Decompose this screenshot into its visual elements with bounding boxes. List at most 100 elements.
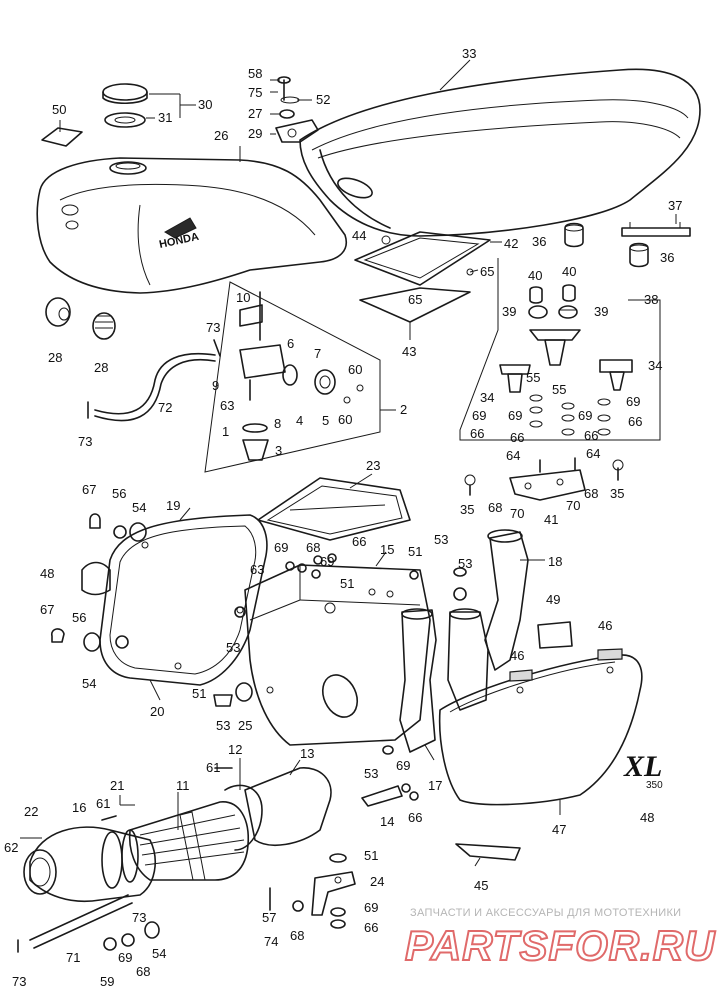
callout-41: 41 [544,512,558,527]
callout-69g: 69 [508,408,522,423]
callout-11: 11 [176,778,190,793]
callout-13: 13 [300,746,314,761]
callout-39a: 39 [502,304,516,319]
callout-53d: 53 [216,718,230,733]
callout-55a: 55 [526,370,540,385]
fuel-tank: HONDA [36,157,347,294]
callout-5: 5 [322,413,329,428]
fuel-line [87,339,221,422]
callout-56a: 56 [112,486,126,501]
callout-69h: 69 [578,408,592,423]
callout-60a: 60 [348,362,362,377]
callout-53e: 53 [364,766,378,781]
callout-2: 2 [400,402,407,417]
callout-69i: 69 [626,394,640,409]
seat-rubbers [564,214,691,268]
callout-74: 74 [264,934,278,949]
callout-64a: 64 [506,448,520,463]
callout-28b: 28 [94,360,108,375]
seat-tray [354,231,502,340]
callout-66f: 66 [584,428,598,443]
callout-66a: 66 [352,534,366,549]
callout-46b: 46 [510,648,524,663]
callout-68d: 68 [290,928,304,943]
callout-12: 12 [228,742,242,757]
callout-26: 26 [214,128,228,143]
callout-labels: 1 2 3 4 5 6 7 8 9 10 11 12 13 14 15 16 1… [4,46,682,989]
callout-53b: 53 [458,556,472,571]
callout-51d: 51 [364,848,378,863]
callout-49: 49 [546,592,560,607]
callout-56b: 56 [72,610,86,625]
callout-35a: 35 [460,502,474,517]
callout-40b: 40 [562,264,576,279]
callout-10: 10 [236,290,250,305]
callout-62: 62 [4,840,18,855]
bracket-41 [464,457,624,501]
callout-36b: 36 [660,250,674,265]
intake-tubes [399,529,529,753]
filler-cap-parts [41,83,196,147]
xl-350-emblem: XL 350 [623,750,663,791]
callout-17: 17 [428,778,442,793]
callout-63a: 63 [220,398,234,413]
callout-51a: 51 [408,544,422,559]
tank-knobs [45,297,116,340]
callout-59: 59 [100,974,114,989]
callout-54a: 54 [132,500,146,515]
callout-66e: 66 [510,430,524,445]
callout-69c: 69 [396,758,410,773]
callout-57: 57 [262,910,276,925]
callout-69b: 69 [320,554,334,569]
callout-35b: 35 [610,486,624,501]
callout-48b: 48 [40,566,54,581]
callout-53c: 53 [226,640,240,655]
callout-28a: 28 [48,350,62,365]
callout-65a: 65 [480,264,494,279]
callout-68b: 68 [488,500,502,515]
tank-logo: HONDA [158,231,200,251]
callout-9: 9 [212,378,219,393]
callout-30: 30 [198,97,212,112]
callout-40a: 40 [528,268,542,283]
callout-61b: 61 [206,760,220,775]
fuel-valve-group [204,281,396,473]
callout-53a: 53 [434,532,448,547]
callout-24: 24 [370,874,384,889]
watermark-caption: ЗАПЧАСТИ И АКСЕССУАРЫ ДЛЯ МОТОТЕХНИКИ [410,907,681,919]
callout-70b: 70 [566,498,580,513]
callout-20: 20 [150,704,164,719]
callout-33: 33 [462,46,476,61]
callout-6: 6 [287,336,294,351]
watermark-brand: PARTSFOR.RU [405,922,716,969]
callout-58: 58 [248,66,262,81]
air-box [244,564,431,746]
callout-21: 21 [110,778,124,793]
callout-65b: 65 [408,292,422,307]
callout-51c: 51 [192,686,206,701]
callout-37: 37 [668,198,682,213]
bracket-24 [311,785,403,916]
leader-lines [20,59,561,867]
callout-68a: 68 [306,540,320,555]
callout-66d: 66 [470,426,484,441]
callout-61a: 61 [96,796,110,811]
callout-69e: 69 [118,950,132,965]
callout-71: 71 [66,950,80,965]
side-cover [438,654,643,806]
callout-67b: 67 [40,602,54,617]
callout-54b: 54 [82,676,96,691]
callout-42: 42 [504,236,518,251]
seat [299,68,701,237]
callout-14: 14 [380,814,394,829]
callout-63b: 63 [250,562,264,577]
air-box-cover [257,477,411,541]
callout-68c: 68 [584,486,598,501]
callout-66b: 66 [408,810,422,825]
callout-66g: 66 [628,414,642,429]
callout-50: 50 [52,102,66,117]
watermark: ЗАПЧАСТИ И АКСЕССУАРЫ ДЛЯ МОТОТЕХНИКИ PA… [404,907,716,970]
callout-43: 43 [402,344,416,359]
callout-39b: 39 [594,304,608,319]
